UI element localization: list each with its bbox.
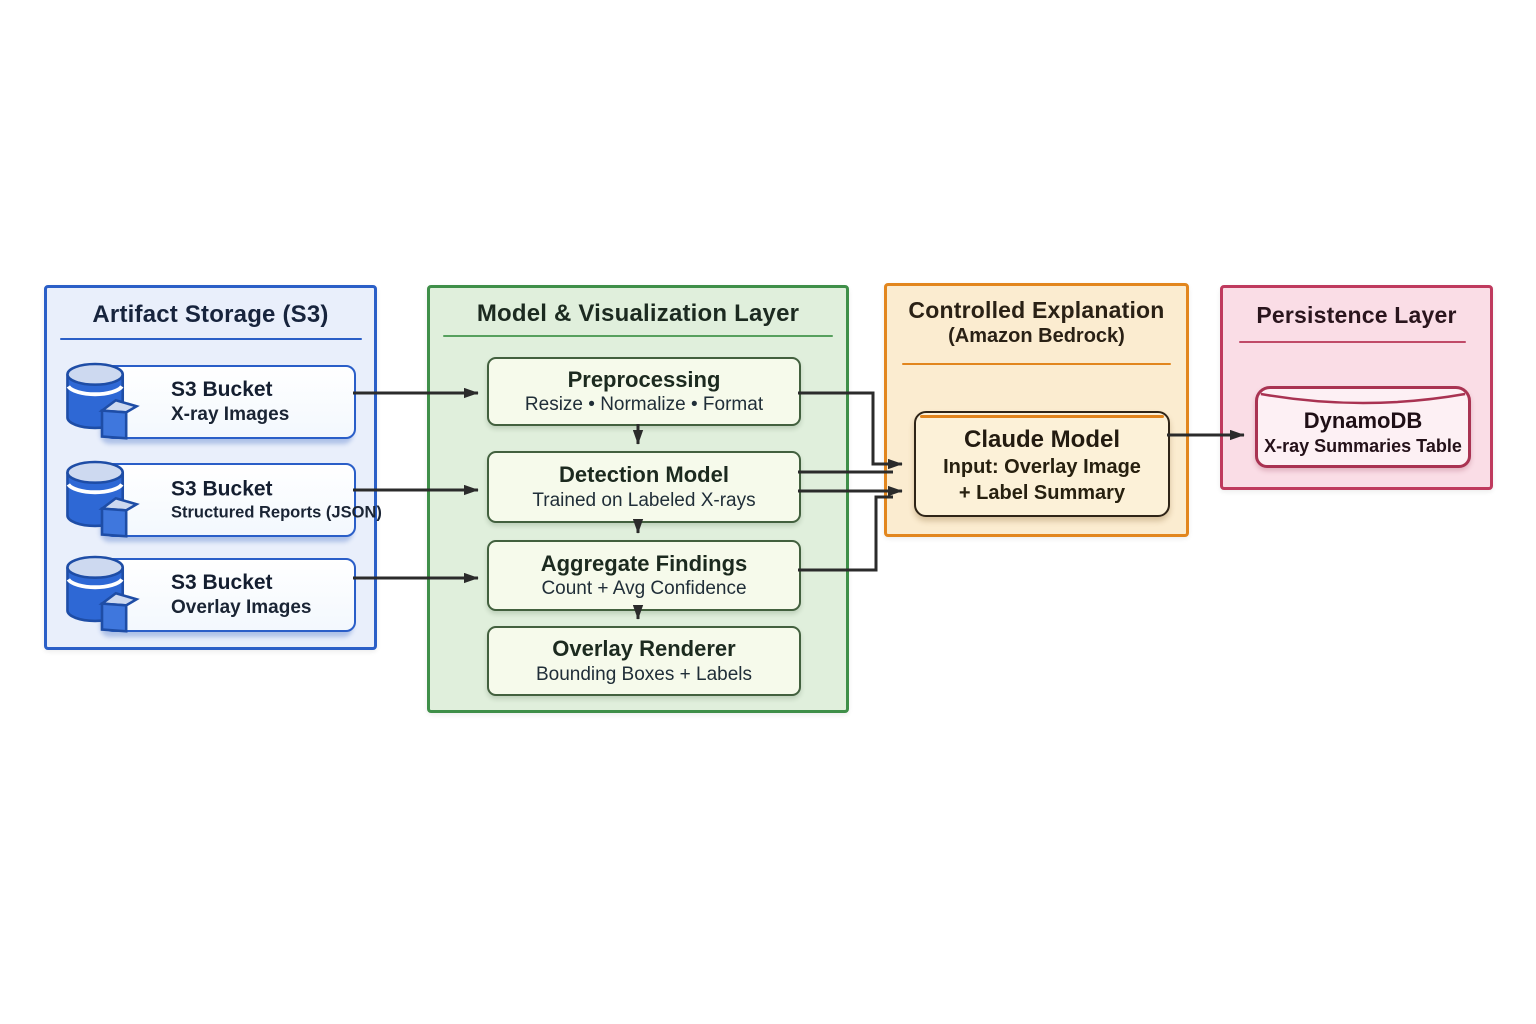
node-subtitle: Trained on Labeled X-rays [532, 489, 756, 511]
s3-bucket-overlay-images: S3 Bucket Overlay Images [103, 558, 356, 632]
bucket-description: Structured Reports (JSON) [171, 503, 382, 522]
bucket-label: S3 Bucket Overlay Images [171, 570, 311, 620]
node-subtitle: Resize • Normalize • Format [524, 394, 764, 416]
bucket-label: S3 Bucket Structured Reports (JSON) [171, 477, 382, 524]
persistence-title: Persistence Layer [1256, 302, 1457, 328]
node-subtitle: Bounding Boxes + Labels [535, 663, 753, 685]
node-subtitle: X-ray Summaries Table [1264, 435, 1462, 456]
model-title-rule [443, 335, 833, 337]
bucket-name: S3 Bucket [171, 571, 273, 594]
s3-bucket-structured-reports: S3 Bucket Structured Reports (JSON) [103, 463, 382, 537]
bucket-description: X-ray Images [171, 404, 290, 426]
aggregate-findings-node: Aggregate Findings Count + Avg Confidenc… [487, 540, 801, 611]
node-title: Detection Model [559, 462, 729, 488]
node-title: Claude Model [963, 425, 1120, 453]
storage-layer-title: Artifact Storage (S3) [92, 301, 329, 328]
node-input-line1: Input: Overlay Image [943, 456, 1141, 479]
s3-bucket-icon [66, 555, 140, 633]
bucket-description: Overlay Images [171, 597, 312, 619]
claude-model-node: Claude Model Input: Overlay Image + Labe… [914, 411, 1170, 517]
node-subtitle: Count + Avg Confidence [541, 578, 747, 600]
detection-model-node: Detection Model Trained on Labeled X-ray… [487, 451, 801, 523]
bucket-label: S3 Bucket X-ray Images [171, 377, 289, 427]
persistence-title-rule [1239, 341, 1466, 343]
explanation-title: Controlled Explanation [908, 297, 1165, 323]
model-layer-panel: Model & Visualization Layer Preprocessin… [427, 285, 849, 713]
node-input-line2: + Label Summary [958, 482, 1126, 505]
claude-accent-stripe [920, 415, 1164, 418]
overlay-renderer-node: Overlay Renderer Bounding Boxes + Labels [487, 626, 801, 696]
s3-bucket-xray-images: S3 Bucket X-ray Images [103, 365, 356, 439]
model-layer-title: Model & Visualization Layer [476, 300, 800, 327]
preprocessing-node: Preprocessing Resize • Normalize • Forma… [487, 357, 801, 426]
explanation-subtitle: (Amazon Bedrock) [948, 324, 1125, 347]
s3-bucket-icon [66, 362, 140, 440]
dynamodb-node: DynamoDB X-ray Summaries Table [1255, 386, 1471, 468]
s3-bucket-icon [66, 460, 140, 538]
explanation-title-rule [902, 363, 1171, 365]
database-cylinder-icon [1260, 392, 1466, 405]
persistence-panel: Persistence Layer DynamoDB X-ray Summari… [1220, 285, 1493, 490]
node-title: Preprocessing [567, 366, 721, 392]
storage-title-rule [60, 338, 362, 340]
storage-layer-panel: Artifact Storage (S3) S3 Bucket X-ray Im… [44, 285, 382, 650]
node-title: DynamoDB [1303, 408, 1423, 433]
bucket-name: S3 Bucket [171, 477, 273, 501]
explanation-panel: Controlled Explanation (Amazon Bedrock) … [884, 283, 1189, 537]
node-title: Aggregate Findings [540, 550, 748, 576]
node-title: Overlay Renderer [552, 636, 736, 662]
bucket-name: S3 Bucket [171, 378, 273, 401]
